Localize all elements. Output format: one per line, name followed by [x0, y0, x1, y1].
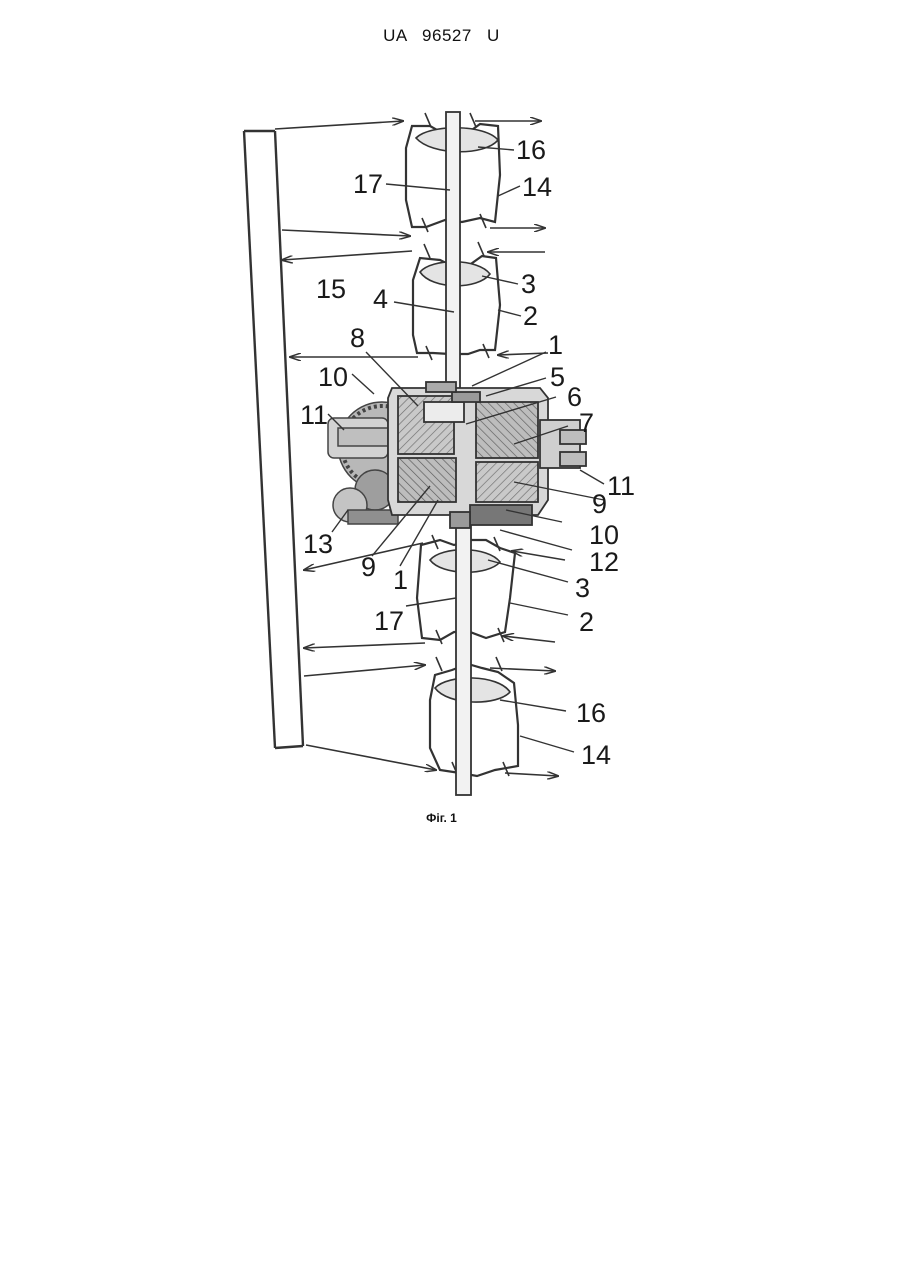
label-14-bottom: 14: [581, 740, 611, 770]
figure-caption: Фіг. 1: [0, 811, 883, 825]
label-1-bottom: 1: [393, 565, 408, 595]
label-16-top: 16: [516, 135, 546, 165]
label-11-left: 11: [300, 400, 328, 430]
label-9-left: 9: [361, 552, 376, 582]
label-10-left: 10: [318, 362, 348, 392]
label-3-bottom: 3: [575, 573, 590, 603]
generator-housing: [388, 382, 586, 528]
label-17-bottom: 17: [374, 606, 404, 636]
label-14-top: 14: [522, 172, 552, 202]
label-15: 15: [316, 274, 346, 304]
label-2-bottom: 2: [579, 607, 594, 637]
label-9-right: 9: [592, 489, 607, 519]
label-13: 13: [303, 529, 333, 559]
label-3-top: 3: [521, 269, 536, 299]
label-12: 12: [589, 547, 619, 577]
label-5: 5: [550, 362, 565, 392]
label-8: 8: [350, 323, 365, 353]
label-16-bottom: 16: [576, 698, 606, 728]
patent-figure-drawing: 16 17 14 15 3 4 2 8 1 10 5 6 11 7 11 9 1…: [0, 0, 901, 830]
label-1-top: 1: [548, 330, 563, 360]
label-7: 7: [579, 408, 594, 438]
label-11-right: 11: [607, 471, 635, 501]
label-17-top: 17: [353, 169, 383, 199]
label-4: 4: [373, 284, 388, 314]
wall-structure: [244, 131, 303, 748]
label-10-right: 10: [589, 520, 619, 550]
label-2-top: 2: [523, 301, 538, 331]
